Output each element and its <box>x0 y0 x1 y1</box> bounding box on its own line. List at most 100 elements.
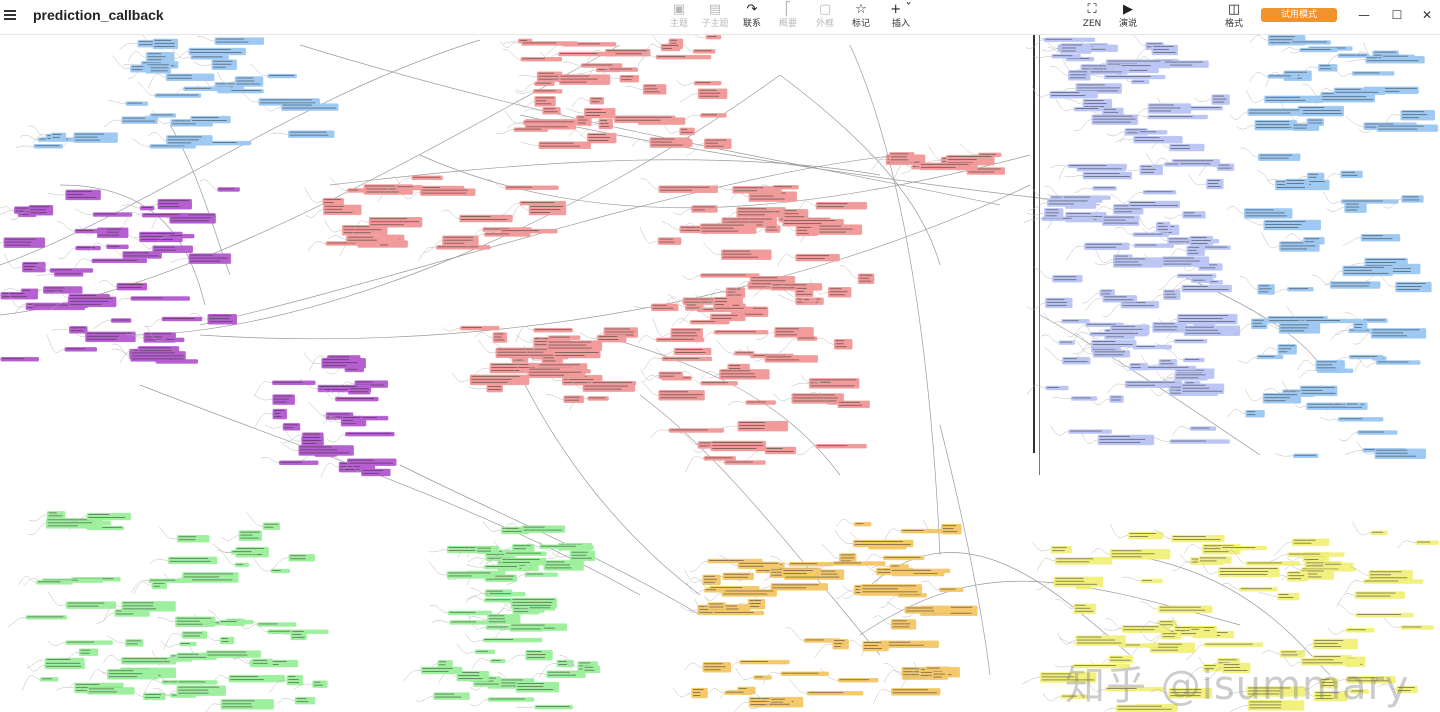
mindmap-topic[interactable] <box>91 258 148 264</box>
mindmap-topic[interactable] <box>1220 545 1267 551</box>
relation-button[interactable]: ↷ 联系 <box>735 2 769 32</box>
mindmap-topic[interactable] <box>1132 232 1170 237</box>
mindmap-topic[interactable] <box>1337 417 1384 422</box>
mindmap-topic[interactable] <box>1189 426 1217 431</box>
mindmap-topic[interactable] <box>534 704 573 710</box>
mindmap-topic[interactable] <box>522 120 577 125</box>
mindmap-topic[interactable] <box>547 335 581 340</box>
mindmap-topic[interactable] <box>504 551 547 556</box>
mindmap-topic[interactable] <box>345 431 395 437</box>
mindmap-topic[interactable] <box>661 356 713 362</box>
mindmap-topic[interactable] <box>447 610 493 616</box>
trial-mode-button[interactable]: 试用模式 <box>1261 8 1337 22</box>
mindmap-topic[interactable] <box>713 330 769 335</box>
mindmap-topic[interactable] <box>1290 40 1331 45</box>
mindmap-topic[interactable] <box>1092 186 1117 191</box>
mindmap-topic[interactable] <box>1169 439 1230 444</box>
mindmap-topic[interactable] <box>767 702 802 708</box>
mindmap-topic[interactable] <box>487 697 535 702</box>
mindmap-topic[interactable] <box>1293 453 1319 459</box>
mindmap-topic[interactable] <box>347 188 367 193</box>
mindmap-topic[interactable] <box>739 659 790 665</box>
mindmap-topic[interactable] <box>1256 354 1284 360</box>
mindmap-topic[interactable] <box>106 244 129 250</box>
mindmap-topic[interactable] <box>1189 627 1205 633</box>
mindmap-topic[interactable] <box>1337 53 1370 58</box>
mindmap-topic[interactable] <box>40 677 59 682</box>
mindmap-topic[interactable] <box>110 318 132 323</box>
mindmap-topic[interactable] <box>219 619 254 625</box>
mindmap-topic[interactable] <box>520 57 563 62</box>
mindmap-topic[interactable] <box>780 671 829 676</box>
mindmap-topic[interactable] <box>1400 625 1434 630</box>
marker-button[interactable]: ☆ 标记 <box>844 2 878 32</box>
subtopic-button[interactable]: ▤ 子主题 <box>698 2 732 32</box>
mindmap-topic[interactable] <box>395 185 424 190</box>
minimize-button[interactable]: — <box>1358 8 1370 22</box>
mindmap-topic[interactable] <box>1299 47 1338 53</box>
mindmap-topic[interactable] <box>705 35 722 40</box>
mindmap-topic[interactable] <box>1351 71 1395 76</box>
mindmap-topic[interactable] <box>139 205 155 211</box>
mindmap-topic[interactable] <box>130 296 190 301</box>
mindmap-topic[interactable] <box>505 185 559 190</box>
mindmap-topic[interactable] <box>712 610 765 616</box>
mindmap-topic[interactable] <box>474 649 496 655</box>
mindmap-topic[interactable] <box>668 428 725 433</box>
mindmap-topic[interactable] <box>806 691 864 696</box>
mindmap-topic[interactable] <box>179 641 197 647</box>
mindmap-topic[interactable] <box>1147 114 1208 120</box>
mindmap-topic[interactable] <box>788 561 834 567</box>
mindmap-topic[interactable] <box>533 327 573 333</box>
mindmap-topic[interactable] <box>802 297 817 303</box>
mindmap-topic[interactable] <box>1376 360 1421 365</box>
mindmap-topic[interactable] <box>1287 552 1345 557</box>
mindmap-topic[interactable] <box>700 381 738 386</box>
mindmap-topic[interactable] <box>724 460 766 465</box>
mindmap-topic[interactable] <box>724 690 753 695</box>
mindmap-topic[interactable] <box>183 86 232 92</box>
mindmap-topic[interactable] <box>580 63 623 68</box>
mindmap-topic[interactable] <box>74 228 108 234</box>
mindmap-topic[interactable] <box>53 272 84 277</box>
mindmap-topic[interactable] <box>1137 130 1168 135</box>
mindmap-topic[interactable] <box>177 680 218 685</box>
mindmap-topic[interactable] <box>20 288 39 293</box>
mindmap-topic[interactable] <box>1304 318 1362 324</box>
topic-button[interactable]: ▣ 主题 <box>662 2 696 32</box>
mindmap-topic[interactable] <box>217 187 240 192</box>
mindmap-topic[interactable] <box>524 572 558 577</box>
mindmap-topic[interactable] <box>482 637 543 643</box>
mindmap-topic[interactable] <box>1355 612 1414 618</box>
zen-button[interactable]: ⛶ ZEN <box>1075 2 1109 32</box>
mindmap-topic[interactable] <box>125 101 149 106</box>
mindmap-topic[interactable] <box>65 640 113 645</box>
mindmap-topic[interactable] <box>335 396 379 402</box>
mindmap-topic[interactable] <box>1045 385 1069 391</box>
mindmap-topic[interactable] <box>772 185 799 190</box>
mindmap-topic[interactable] <box>693 49 716 54</box>
mindmap-topic[interactable] <box>655 54 712 60</box>
mindmap-topic[interactable] <box>1119 63 1171 69</box>
maximize-button[interactable]: ☐ <box>1391 8 1403 22</box>
mindmap-topic[interactable] <box>527 606 556 611</box>
mindmap-topic[interactable] <box>1345 628 1375 633</box>
mindmap-topic[interactable] <box>1203 642 1264 647</box>
mindmap-topic[interactable] <box>753 675 772 680</box>
mindmap-topic[interactable] <box>700 113 727 118</box>
mindmap-topic[interactable] <box>882 555 925 561</box>
mindmap-topic[interactable] <box>1061 319 1090 324</box>
mindmap-topic[interactable] <box>1323 562 1354 567</box>
mindmap-topic[interactable] <box>279 460 319 465</box>
mindmap-topic[interactable] <box>1370 530 1388 536</box>
mindmap-topic[interactable] <box>832 561 886 566</box>
mindmap-topic[interactable] <box>164 337 185 343</box>
mindmap-topic[interactable] <box>230 549 259 555</box>
mindmap-topic[interactable] <box>460 325 500 331</box>
menu-button[interactable] <box>2 7 18 23</box>
mindmap-topic[interactable] <box>49 268 94 273</box>
mindmap-topic[interactable] <box>1089 331 1148 337</box>
mindmap-topic[interactable] <box>889 568 951 574</box>
mindmap-topic[interactable] <box>92 212 133 217</box>
mindmap-topic[interactable] <box>704 588 726 593</box>
